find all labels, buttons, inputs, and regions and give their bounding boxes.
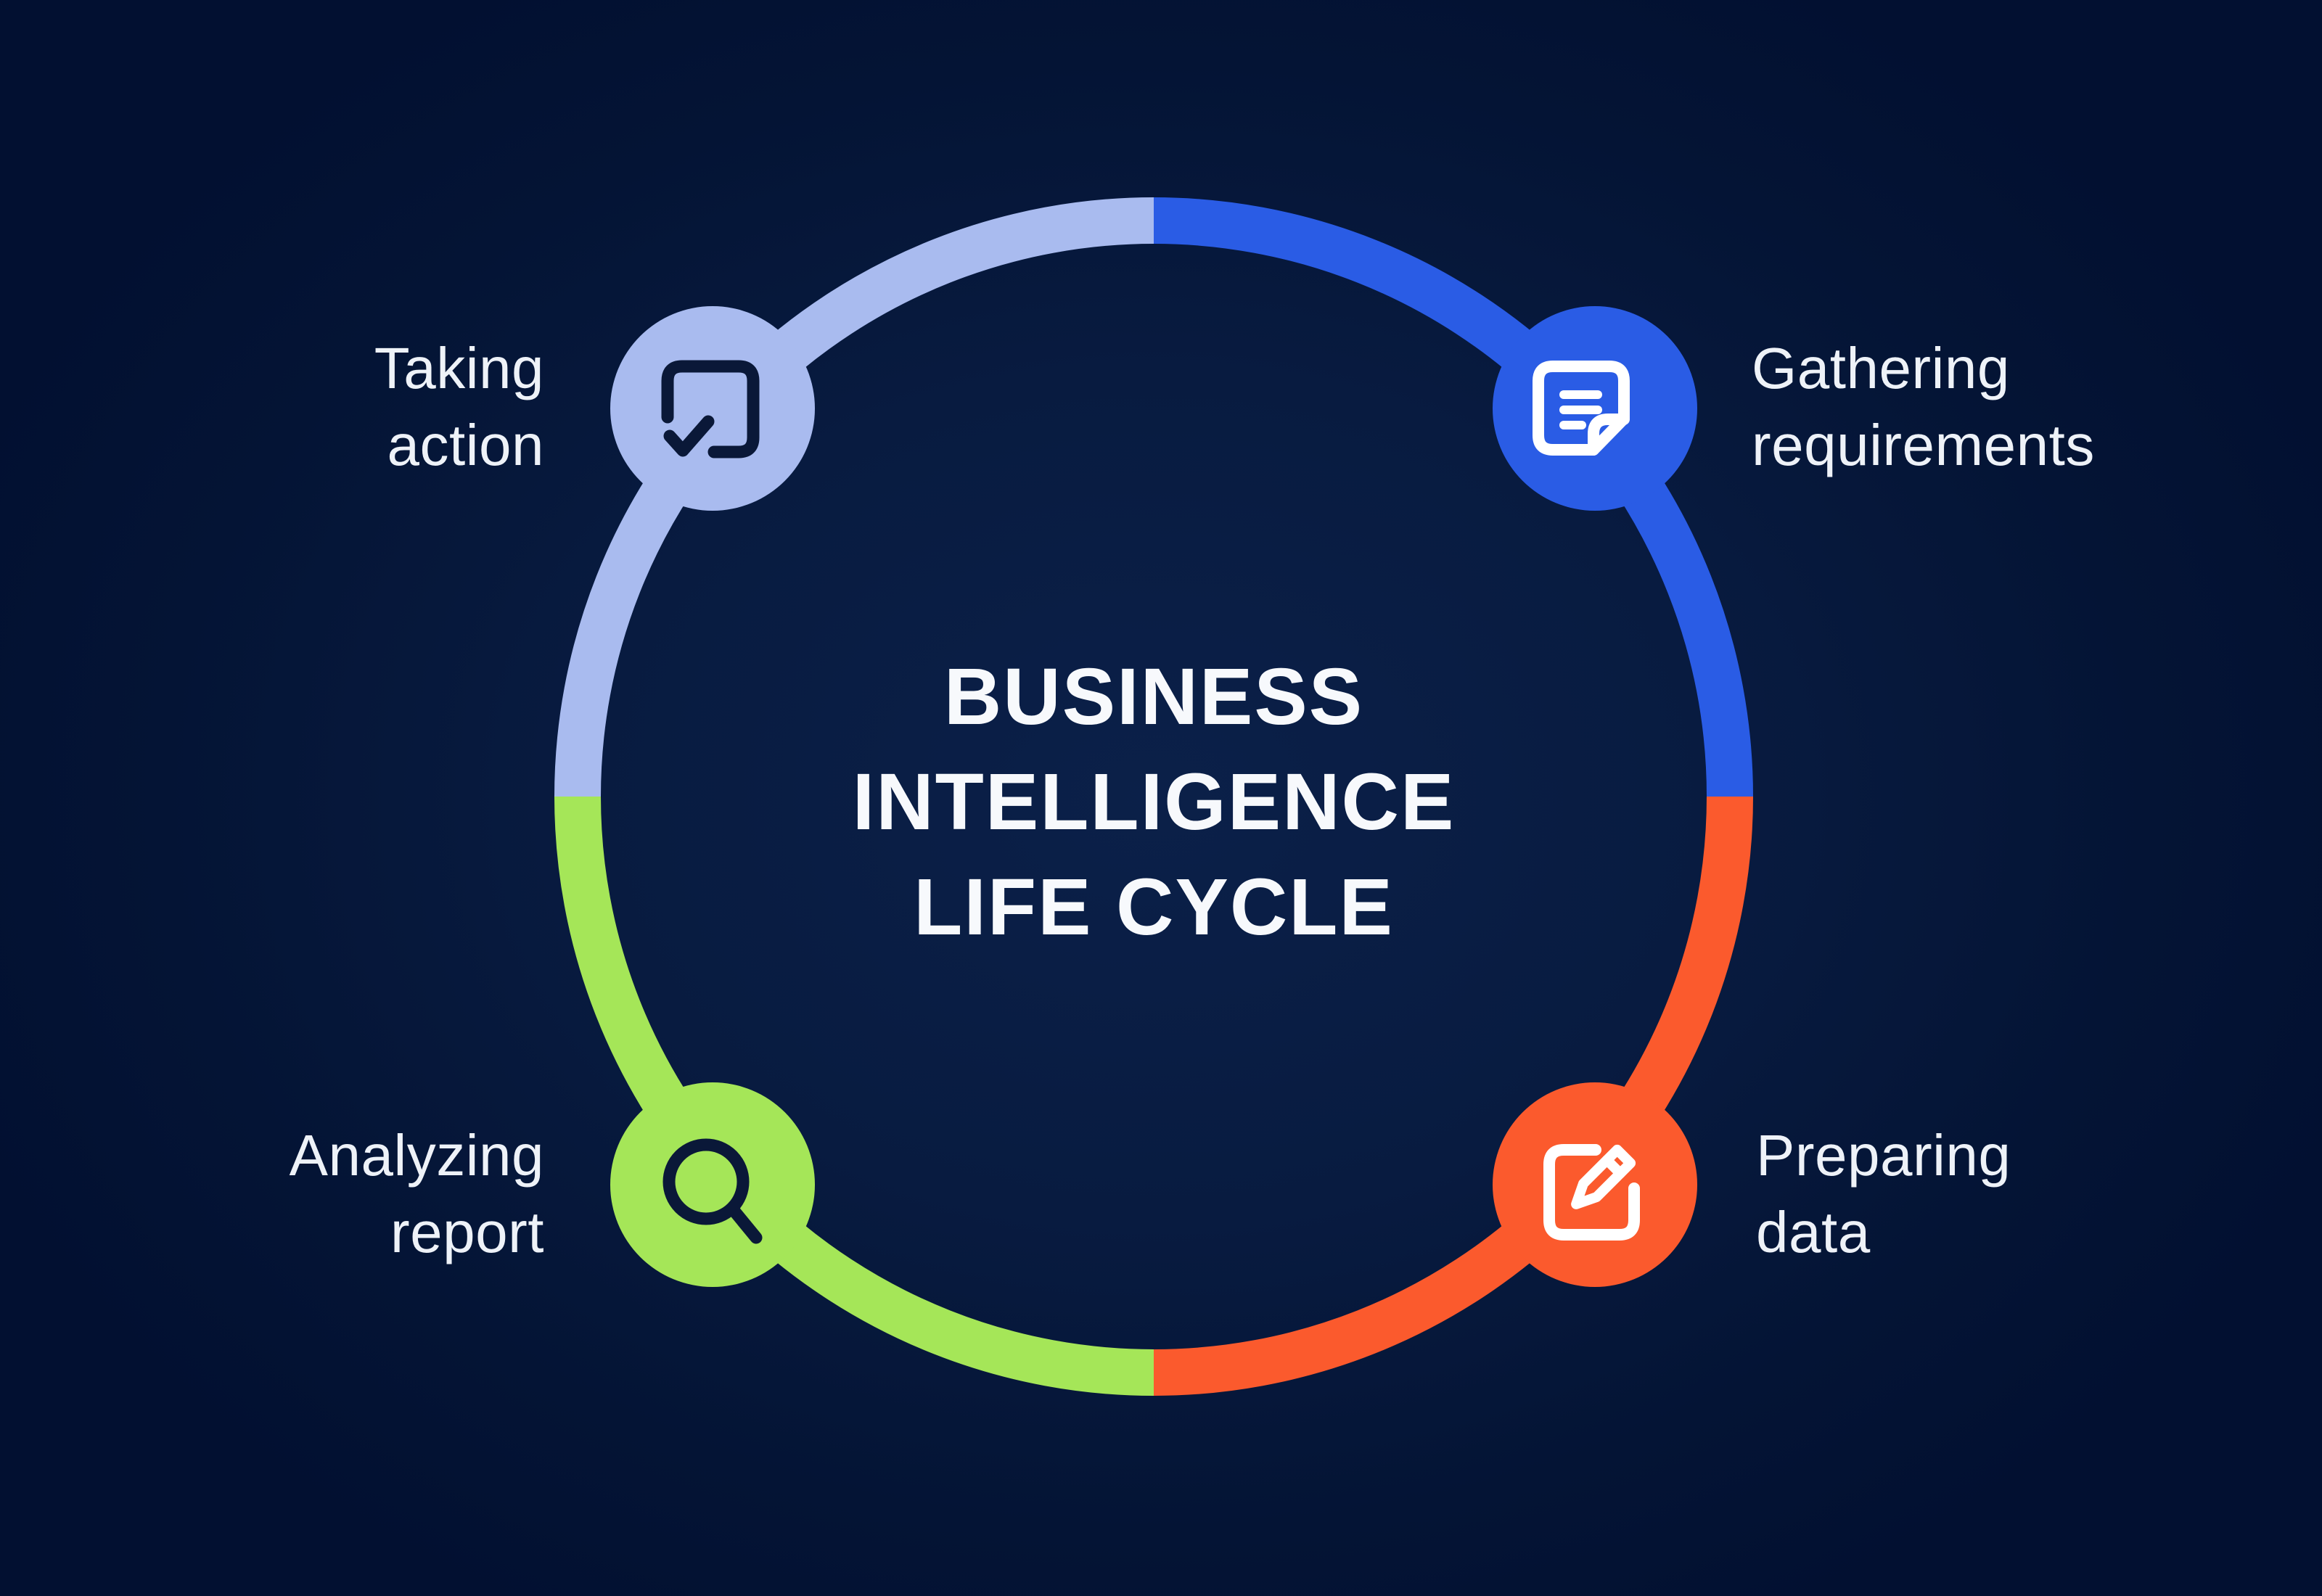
edit-icon xyxy=(1543,1144,1640,1241)
page-title: BUSINESS INTELLIGENCE LIFE CYCLE xyxy=(791,644,1517,960)
checkbox-icon xyxy=(661,360,760,458)
taking-action-label: Taking action xyxy=(374,336,544,477)
title-line-3: LIFE CYCLE xyxy=(914,863,1394,952)
gathering-requirements-label: Gathering requirements xyxy=(1752,336,2095,477)
search-icon xyxy=(662,1138,763,1244)
title-line-1: BUSINESS xyxy=(943,652,1364,741)
document-icon xyxy=(1533,361,1630,456)
title-line-2: INTELLIGENCE xyxy=(852,757,1456,847)
analyzing-report-label: Analyzing report xyxy=(289,1123,544,1264)
preparing-data-label: Preparing data xyxy=(1756,1123,2011,1264)
preparing-data-node xyxy=(1493,1082,1697,1287)
taking-action-node xyxy=(610,306,815,511)
analyzing-report-node xyxy=(610,1082,815,1287)
